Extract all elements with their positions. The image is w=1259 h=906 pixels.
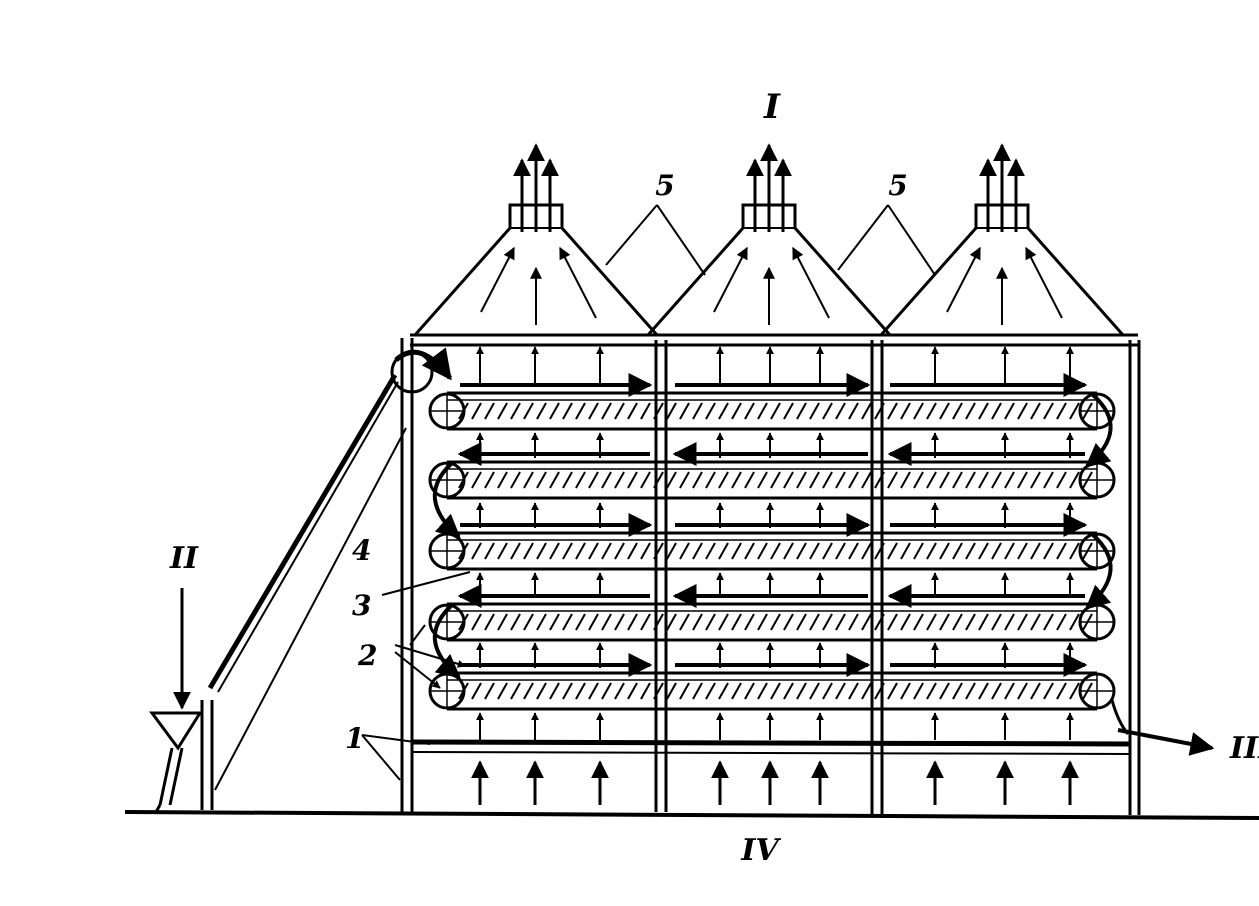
air-arrow — [480, 246, 515, 313]
exhaust-hoods — [413, 143, 1125, 336]
conveyor-belt — [428, 653, 1116, 711]
label-part-5-left: 5 — [655, 169, 674, 202]
conveyor-belt — [428, 373, 1116, 468]
loading-elevator — [200, 347, 452, 810]
air-distribution-grid — [411, 739, 1131, 747]
conveyor-belt — [428, 584, 1116, 679]
transfer-arrow — [433, 462, 461, 539]
conveyor-belts — [428, 373, 1116, 711]
label-air-inlet: IV — [740, 833, 781, 868]
exhaust-hood — [879, 143, 1125, 336]
transfer-arrow — [433, 604, 461, 679]
label-part-1: 1 — [345, 722, 364, 755]
dryer-housing — [400, 333, 1141, 815]
transfer-arrow — [1085, 533, 1113, 610]
material-hatching — [458, 471, 1093, 489]
air-arrow — [792, 246, 830, 319]
label-part-2: 2 — [357, 639, 377, 672]
label-discharge: III — [1229, 731, 1259, 766]
conveyor-belt — [428, 442, 1116, 539]
label-feed: II — [169, 541, 199, 576]
label-exhaust: I — [763, 87, 781, 127]
leader-lines — [361, 204, 936, 781]
material-hatching — [458, 402, 1093, 420]
label-part-3: 3 — [352, 589, 371, 622]
label-part-5-right: 5 — [888, 169, 907, 202]
ground-line — [124, 810, 1259, 820]
discharge-arrow — [1117, 728, 1215, 756]
material-hatching — [458, 682, 1093, 700]
air-arrow — [1025, 246, 1063, 319]
transfer-arrow — [1085, 393, 1113, 468]
material-hatching — [458, 613, 1093, 631]
exhaust-hood — [646, 143, 892, 336]
air-arrow — [559, 246, 597, 319]
air-flow-arrows — [471, 346, 1079, 805]
conveyor-belt — [428, 513, 1116, 610]
feed-hopper — [149, 588, 203, 813]
exhaust-hood — [413, 143, 659, 336]
air-arrow — [713, 246, 748, 313]
material-hatching — [458, 542, 1093, 560]
label-part-4: 4 — [352, 534, 371, 567]
air-arrow — [946, 246, 981, 313]
